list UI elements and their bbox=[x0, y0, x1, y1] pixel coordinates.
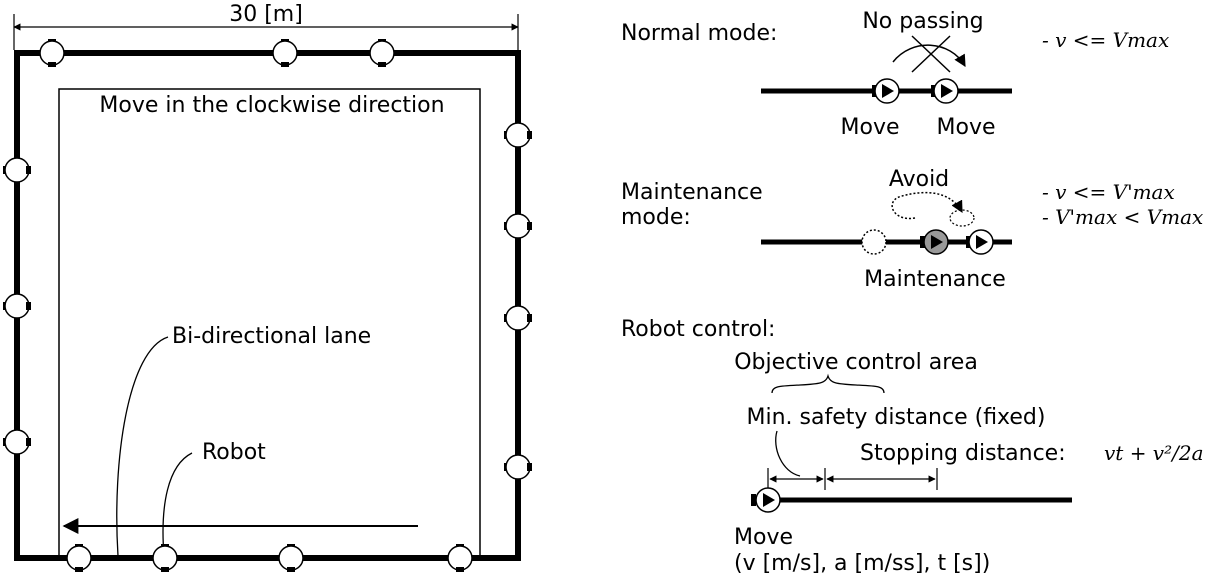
stopping-formula: vt + v²/2a bbox=[1104, 441, 1204, 465]
dimension-line bbox=[13, 14, 519, 50]
avoid-path-icon bbox=[891, 191, 963, 220]
robot-moving-icon bbox=[872, 78, 900, 104]
robot-icon bbox=[447, 544, 473, 572]
brace-icon bbox=[771, 373, 885, 394]
maintenance-condition-2: - V'max < Vmax bbox=[1042, 205, 1203, 229]
robot-icon bbox=[272, 39, 298, 67]
robot-icon bbox=[369, 39, 395, 67]
robot-label: Robot bbox=[202, 440, 266, 465]
robot-moving-icon bbox=[751, 487, 781, 513]
robot-control-title: Robot control: bbox=[621, 317, 775, 342]
move-label-a: Move bbox=[841, 115, 900, 140]
robot-leader-line bbox=[162, 452, 193, 557]
robot-icon bbox=[152, 544, 178, 572]
normal-mode-title: Normal mode: bbox=[621, 21, 777, 46]
move-label-b: Move bbox=[937, 115, 996, 140]
robot-icon bbox=[278, 544, 304, 572]
robot-moving-icon bbox=[931, 78, 959, 104]
maintenance-condition-1: - v <= V'max bbox=[1042, 180, 1175, 204]
normal-condition: - v <= Vmax bbox=[1042, 28, 1169, 52]
no-passing-label: No passing bbox=[862, 9, 983, 34]
robot-icon bbox=[3, 293, 31, 319]
maintenance-mode-section: Maintenance mode: Avoid - v <= V'max - V… bbox=[621, 167, 1203, 292]
left-panel: 30 [m] Move in the clockwise direction B… bbox=[3, 2, 532, 572]
passing-arrow-icon bbox=[892, 44, 966, 68]
avoid-label: Avoid bbox=[889, 167, 949, 192]
maintenance-title-line1: Maintenance bbox=[621, 180, 763, 205]
ghost-robot-icon bbox=[861, 229, 887, 255]
move-label: Move bbox=[734, 525, 793, 550]
robot-icon bbox=[504, 305, 532, 331]
avoid-loop bbox=[949, 209, 975, 227]
robot-icon bbox=[504, 122, 532, 148]
robot-icon bbox=[504, 213, 532, 239]
inner-boundary bbox=[58, 88, 481, 558]
objective-area-label: Objective control area bbox=[734, 350, 978, 375]
lane-leader-line bbox=[116, 336, 169, 557]
outer-lane bbox=[14, 50, 521, 561]
lane-label: Bi-directional lane bbox=[172, 324, 371, 349]
units-label: (v [m/s], a [m/ss], t [s]) bbox=[734, 551, 990, 576]
robot-icon bbox=[66, 544, 92, 572]
min-safety-label: Min. safety distance (fixed) bbox=[747, 405, 1046, 430]
robot-control-section: Robot control: Objective control area Mi… bbox=[621, 317, 1204, 576]
maintenance-label: Maintenance bbox=[864, 267, 1006, 292]
robot-maintenance-icon bbox=[920, 229, 949, 255]
cross-icon bbox=[911, 35, 951, 73]
stopping-label: Stopping distance: bbox=[860, 441, 1066, 466]
normal-mode-section: Normal mode: No passing - v <= Vmax Move… bbox=[621, 9, 1169, 140]
direction-label: Move in the clockwise direction bbox=[99, 93, 444, 118]
maintenance-title-line2: mode: bbox=[621, 205, 691, 230]
robot-icon bbox=[504, 454, 532, 480]
min-safety-leader bbox=[775, 430, 801, 477]
robot-icon bbox=[39, 39, 65, 67]
dimension-label: 30 [m] bbox=[229, 2, 303, 27]
robot-moving-icon bbox=[966, 229, 994, 255]
robot-icon bbox=[3, 157, 31, 183]
robot-icon bbox=[3, 429, 31, 455]
